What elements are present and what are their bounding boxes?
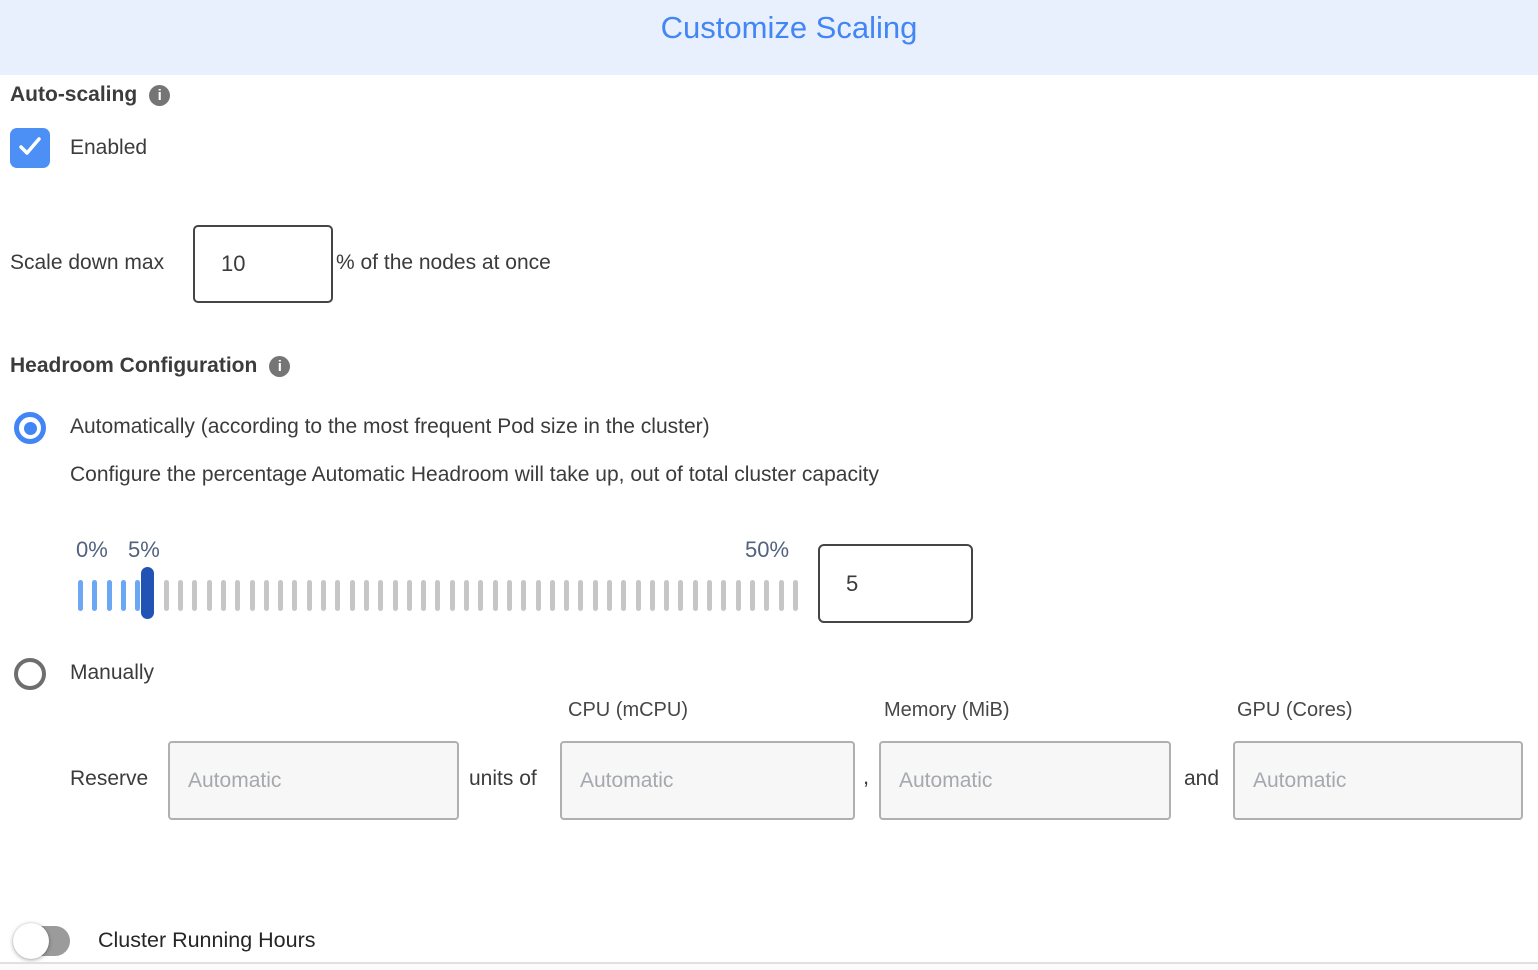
slider-tick[interactable] [735, 580, 741, 611]
headroom-automatic-description: Configure the percentage Automatic Headr… [70, 463, 879, 486]
page-title: Customize Scaling [660, 10, 918, 45]
slider-tick[interactable] [564, 580, 570, 611]
slider-tick[interactable] [678, 580, 684, 611]
slider-tick[interactable] [421, 580, 427, 611]
headroom-manually-label[interactable]: Manually [70, 661, 155, 684]
slider-tick[interactable] [349, 580, 355, 611]
gpu-column-header: GPU (Cores) [1237, 699, 1353, 721]
slider-tick[interactable] [249, 580, 255, 611]
slider-tick[interactable] [449, 580, 455, 611]
slider-tick[interactable] [263, 580, 269, 611]
slider-tick[interactable] [363, 580, 369, 611]
checkmark-icon [15, 131, 45, 166]
slider-tick[interactable] [206, 580, 212, 611]
slider-tick[interactable] [749, 580, 755, 611]
slider-tick[interactable] [506, 580, 512, 611]
slider-tick[interactable] [335, 580, 341, 611]
slider-tick[interactable] [478, 580, 484, 611]
headroom-configuration-label: Headroom Configuration [10, 354, 258, 377]
scale-down-suffix-label: % of the nodes at once [336, 251, 551, 274]
slider-tick[interactable] [649, 580, 655, 611]
reserve-units-input[interactable] [168, 741, 459, 820]
header-band: Customize Scaling [0, 0, 1538, 75]
slider-tick[interactable] [321, 580, 327, 611]
and-label: and [1184, 767, 1220, 790]
headroom-manually-radio[interactable] [14, 658, 46, 690]
slider-tick[interactable] [492, 580, 498, 611]
slider-current-value-label: 5% [128, 537, 160, 562]
slider-tick[interactable] [778, 580, 784, 611]
slider-tick[interactable] [178, 580, 184, 611]
slider-tick[interactable] [664, 580, 670, 611]
slider-tick[interactable] [621, 580, 627, 611]
slider-tick[interactable] [235, 580, 241, 611]
slider-tick[interactable] [78, 580, 83, 611]
scale-down-max-input[interactable] [193, 225, 333, 303]
slider-tick[interactable] [220, 580, 226, 611]
info-icon[interactable]: i [149, 84, 171, 106]
slider-tick[interactable] [464, 580, 470, 611]
slider-tick[interactable] [163, 580, 169, 611]
slider-tick[interactable] [306, 580, 312, 611]
slider-tick[interactable] [549, 580, 555, 611]
slider-tick[interactable] [721, 580, 727, 611]
auto-scaling-label: Auto-scaling [10, 83, 138, 106]
reserve-gpu-input[interactable] [1233, 741, 1523, 820]
headroom-percentage-input[interactable] [818, 544, 973, 623]
headroom-percentage-slider[interactable] [78, 567, 798, 619]
slider-tick[interactable] [435, 580, 441, 611]
info-icon[interactable]: i [269, 355, 291, 377]
slider-tick[interactable] [406, 580, 412, 611]
bottom-divider [0, 962, 1538, 970]
cluster-running-hours-toggle[interactable] [13, 923, 70, 959]
units-of-label: units of [469, 767, 537, 790]
slider-max-label: 50% [745, 537, 790, 562]
slider-tick[interactable] [764, 580, 770, 611]
cluster-running-hours-label: Cluster Running Hours [98, 928, 316, 952]
headroom-automatic-label[interactable]: Automatically (according to the most fre… [70, 415, 710, 438]
enabled-label: Enabled [70, 136, 148, 159]
slider-tick[interactable] [278, 580, 284, 611]
slider-tick[interactable] [92, 580, 98, 611]
headroom-configuration-header: Headroom Configuration i [10, 354, 291, 378]
reserve-cpu-input[interactable] [560, 741, 855, 820]
memory-column-header: Memory (MiB) [884, 699, 1010, 721]
scale-down-max-label: Scale down max [10, 251, 165, 274]
reserve-memory-input[interactable] [879, 741, 1171, 820]
slider-tick[interactable] [578, 580, 584, 611]
slider-tick[interactable] [106, 580, 112, 611]
slider-handle[interactable] [140, 567, 154, 619]
slider-tick[interactable] [792, 580, 798, 611]
slider-tick[interactable] [135, 580, 141, 611]
slider-tick[interactable] [692, 580, 698, 611]
slider-tick[interactable] [521, 580, 527, 611]
toggle-knob [13, 923, 49, 959]
slider-tick[interactable] [192, 580, 198, 611]
slider-tick[interactable] [535, 580, 541, 611]
slider-tick[interactable] [635, 580, 641, 611]
slider-tick[interactable] [606, 580, 612, 611]
slider-tick[interactable] [592, 580, 598, 611]
reserve-label: Reserve [70, 767, 149, 790]
slider-tick[interactable] [292, 580, 298, 611]
headroom-automatic-radio[interactable] [14, 412, 46, 444]
auto-scaling-enabled-checkbox[interactable] [10, 128, 50, 168]
slider-tick[interactable] [120, 580, 126, 611]
slider-tick[interactable] [392, 580, 398, 611]
slider-tick[interactable] [707, 580, 713, 611]
slider-min-label: 0% [76, 537, 108, 562]
slider-tick[interactable] [378, 580, 384, 611]
auto-scaling-header: Auto-scaling i [10, 83, 171, 107]
cpu-column-header: CPU (mCPU) [568, 699, 688, 721]
comma-separator: , [863, 764, 870, 789]
